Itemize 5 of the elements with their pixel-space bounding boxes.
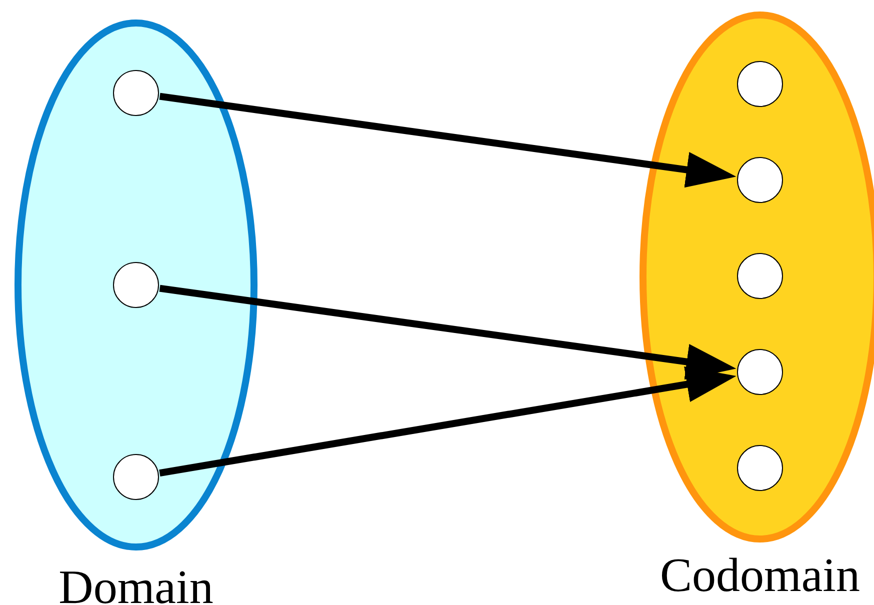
arrow — [159, 284, 736, 380]
set-label: Domain — [58, 564, 214, 605]
arrow — [159, 366, 736, 476]
set-label: Codomain — [660, 552, 860, 600]
arrow — [159, 92, 736, 188]
